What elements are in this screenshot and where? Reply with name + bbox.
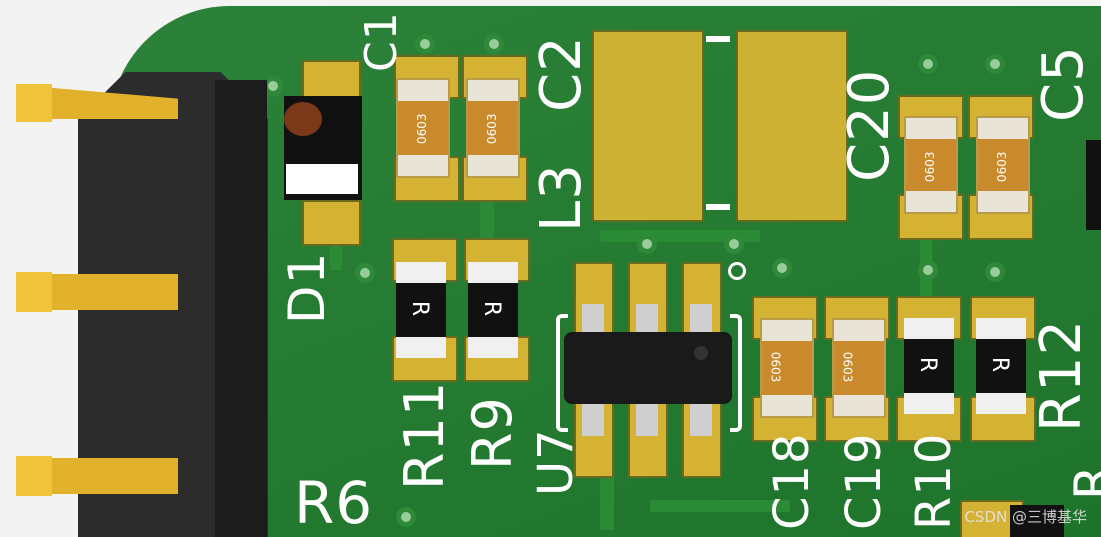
via bbox=[355, 263, 375, 283]
cap-package-label: 0603 bbox=[923, 151, 937, 182]
l3-silk-mark bbox=[706, 36, 730, 42]
silk-u7: U7 bbox=[528, 428, 584, 496]
c1-package-label: 0603 bbox=[415, 113, 429, 144]
header-pin-3-tip bbox=[16, 456, 52, 496]
r10-resistor: R bbox=[904, 318, 954, 414]
cap-package-label: 0603 bbox=[995, 151, 1009, 182]
u7-leg bbox=[636, 304, 658, 338]
silk-r11: R11 bbox=[393, 380, 456, 490]
via bbox=[637, 234, 657, 254]
silk-r9: R9 bbox=[461, 396, 524, 470]
c19-package-label: 0603 bbox=[840, 351, 855, 383]
r9-mark: R bbox=[479, 300, 505, 317]
trace bbox=[600, 470, 614, 530]
r9-resistor: R bbox=[468, 262, 518, 358]
pin-header-side bbox=[215, 80, 267, 537]
silk-r10: R10 bbox=[906, 432, 962, 530]
u7-silk-bracket bbox=[556, 314, 568, 432]
via bbox=[396, 507, 416, 527]
u7-leg bbox=[690, 304, 712, 338]
watermark: CSDN @三博基华 bbox=[964, 508, 1087, 526]
u7-silk-bracket bbox=[730, 314, 742, 432]
c19-capacitor: 0603 bbox=[832, 318, 886, 418]
l3-silk-mark bbox=[706, 204, 730, 210]
l3-pad-left bbox=[592, 30, 704, 222]
silk-c20: C20 bbox=[837, 68, 902, 182]
via bbox=[724, 234, 744, 254]
via bbox=[985, 262, 1005, 282]
partial-component bbox=[1010, 505, 1064, 537]
via bbox=[484, 34, 504, 54]
edge-component bbox=[1086, 140, 1101, 230]
d1-led-lens bbox=[284, 102, 322, 136]
c18-capacitor: 0603 bbox=[760, 318, 814, 418]
silk-l3: L3 bbox=[529, 163, 594, 232]
trace bbox=[650, 500, 790, 512]
via bbox=[772, 258, 792, 278]
c1-capacitor: 0603 bbox=[396, 78, 450, 178]
u7-leg bbox=[582, 400, 604, 436]
via bbox=[985, 54, 1005, 74]
silk-c1: C1 bbox=[356, 11, 407, 72]
u7-leg bbox=[690, 400, 712, 436]
u7-leg bbox=[636, 400, 658, 436]
r12-resistor: R bbox=[976, 318, 1026, 414]
u7-ic-body bbox=[564, 332, 732, 404]
r12-mark: R bbox=[987, 356, 1013, 373]
silk-c19: C19 bbox=[836, 432, 892, 530]
silk-d1: D1 bbox=[278, 251, 336, 324]
silk-c2: C2 bbox=[529, 35, 594, 112]
silk-r6: R6 bbox=[294, 469, 374, 537]
d1-led-marking bbox=[286, 164, 358, 194]
c-small-capacitor: 0603 bbox=[466, 78, 520, 178]
r10-mark: R bbox=[915, 356, 941, 373]
silk-r12: R12 bbox=[1029, 318, 1094, 432]
d1-pad-bottom bbox=[302, 200, 361, 246]
r11-mark: R bbox=[407, 300, 433, 317]
cap-package-label: 0603 bbox=[485, 113, 499, 144]
silk-c18: C18 bbox=[764, 432, 820, 530]
u7-leg bbox=[582, 304, 604, 338]
r11-resistor: R bbox=[396, 262, 446, 358]
via bbox=[918, 260, 938, 280]
c20-capacitor: 0603 bbox=[904, 116, 958, 214]
via bbox=[263, 76, 283, 96]
silk-r-partial: R bbox=[1064, 464, 1101, 500]
via bbox=[918, 54, 938, 74]
u7-pin1-marker bbox=[728, 262, 746, 280]
header-pin-1-tip bbox=[16, 84, 52, 122]
u7-pin1-dot bbox=[694, 346, 708, 360]
l3-pad-right bbox=[736, 30, 848, 222]
c18-package-label: 0603 bbox=[768, 351, 783, 383]
via bbox=[415, 34, 435, 54]
c5-capacitor: 0603 bbox=[976, 116, 1030, 214]
header-pin-2-tip bbox=[16, 272, 52, 312]
silk-c5: C5 bbox=[1031, 45, 1096, 122]
